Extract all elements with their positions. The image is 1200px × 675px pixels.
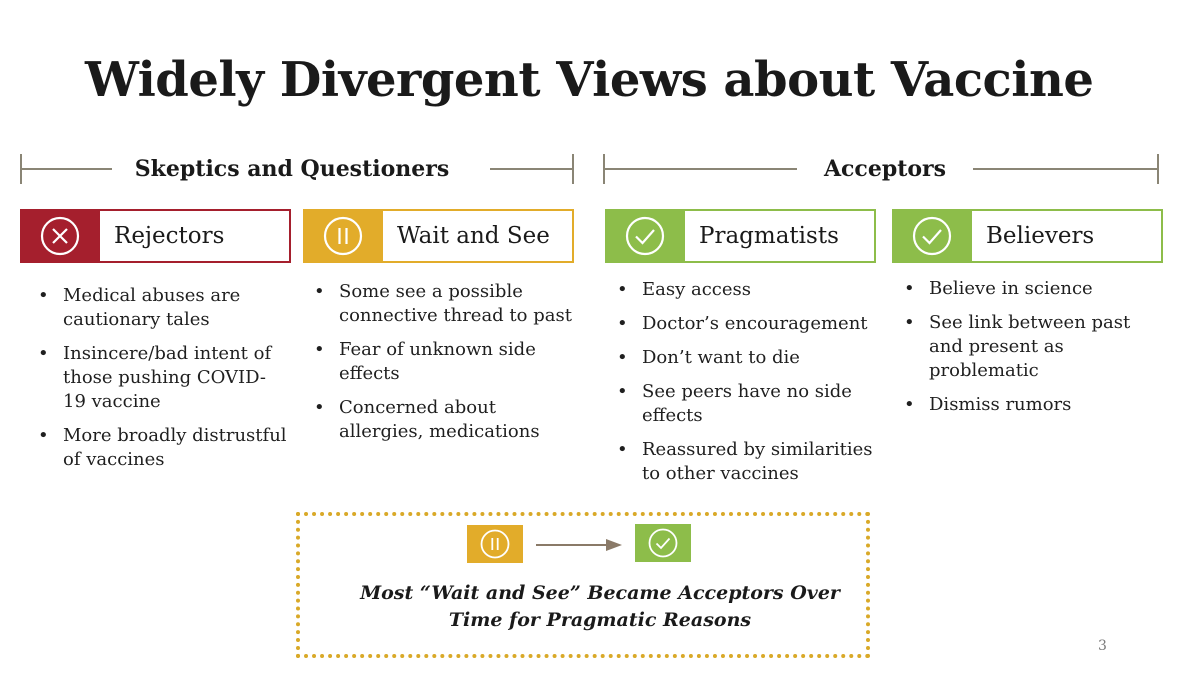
list-item: See link between past and present as pro… <box>904 311 1144 383</box>
list-item: Fear of unknown side effects <box>314 338 574 386</box>
callout-text: Most “Wait and See” Became Acceptors Ove… <box>0 580 1200 634</box>
x-circle-icon <box>20 209 100 263</box>
callout-line-2: Time for Pragmatic Reasons <box>448 609 752 631</box>
list-item: Easy access <box>617 278 879 302</box>
list-item: Believe in science <box>904 277 1144 301</box>
believers-card: Believers <box>892 209 1163 263</box>
list-item: Concerned about allergies, medications <box>314 396 574 444</box>
pause-circle-icon <box>303 209 383 263</box>
rejectors-card: Rejectors <box>20 209 291 263</box>
slide-title: Widely Divergent Views about Vaccine <box>85 52 1094 108</box>
wait-and-see-card: Wait and See <box>303 209 574 263</box>
check-circle-icon <box>892 209 972 263</box>
callout-box <box>296 512 870 658</box>
skeptics-group-label: Skeptics and Questioners <box>134 156 450 182</box>
list-item: Don’t want to die <box>617 346 879 370</box>
list-item: Dismiss rumors <box>904 393 1144 417</box>
arrow-right-icon <box>536 539 622 551</box>
wait-and-see-label: Wait and See <box>397 223 550 249</box>
pragmatists-card: Pragmatists <box>605 209 876 263</box>
check-circle-icon <box>635 524 691 562</box>
callout-line-1: Most “Wait and See” Became Acceptors Ove… <box>360 582 840 604</box>
list-item: See peers have no side effects <box>617 380 879 428</box>
list-item: Doctor’s encouragement <box>617 312 879 336</box>
list-item: Insincere/bad intent of those pushing CO… <box>38 342 288 414</box>
list-item: Medical abuses are cautionary tales <box>38 284 288 332</box>
believers-label: Believers <box>986 223 1095 249</box>
acceptors-group-label: Acceptors <box>823 156 947 182</box>
rejectors-list: Medical abuses are cautionary tales Insi… <box>38 284 288 482</box>
pragmatists-label: Pragmatists <box>699 223 839 249</box>
believers-list: Believe in science See link between past… <box>904 277 1144 427</box>
pause-circle-icon <box>467 525 523 563</box>
skeptics-bracket: Skeptics and Questioners <box>20 154 574 184</box>
check-circle-icon <box>605 209 685 263</box>
list-item: More broadly distrustful of vaccines <box>38 424 288 472</box>
wait-and-see-list: Some see a possible connective thread to… <box>314 280 574 454</box>
pragmatists-list: Easy access Doctor’s encouragement Don’t… <box>617 278 879 496</box>
page-number: 3 <box>1098 638 1107 654</box>
list-item: Some see a possible connective thread to… <box>314 280 574 328</box>
acceptors-bracket: Acceptors <box>603 154 1159 184</box>
list-item: Reassured by similarities to other vacci… <box>617 438 879 486</box>
rejectors-label: Rejectors <box>114 223 225 249</box>
